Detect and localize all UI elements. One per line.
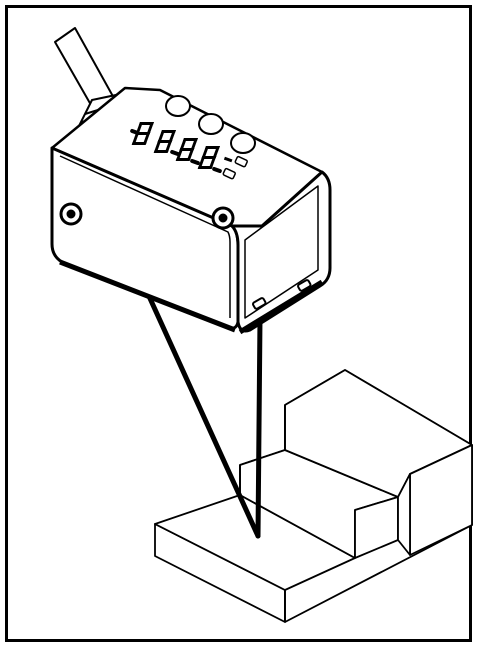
figure-frame [0,0,477,647]
sensor-diagram [0,0,477,647]
